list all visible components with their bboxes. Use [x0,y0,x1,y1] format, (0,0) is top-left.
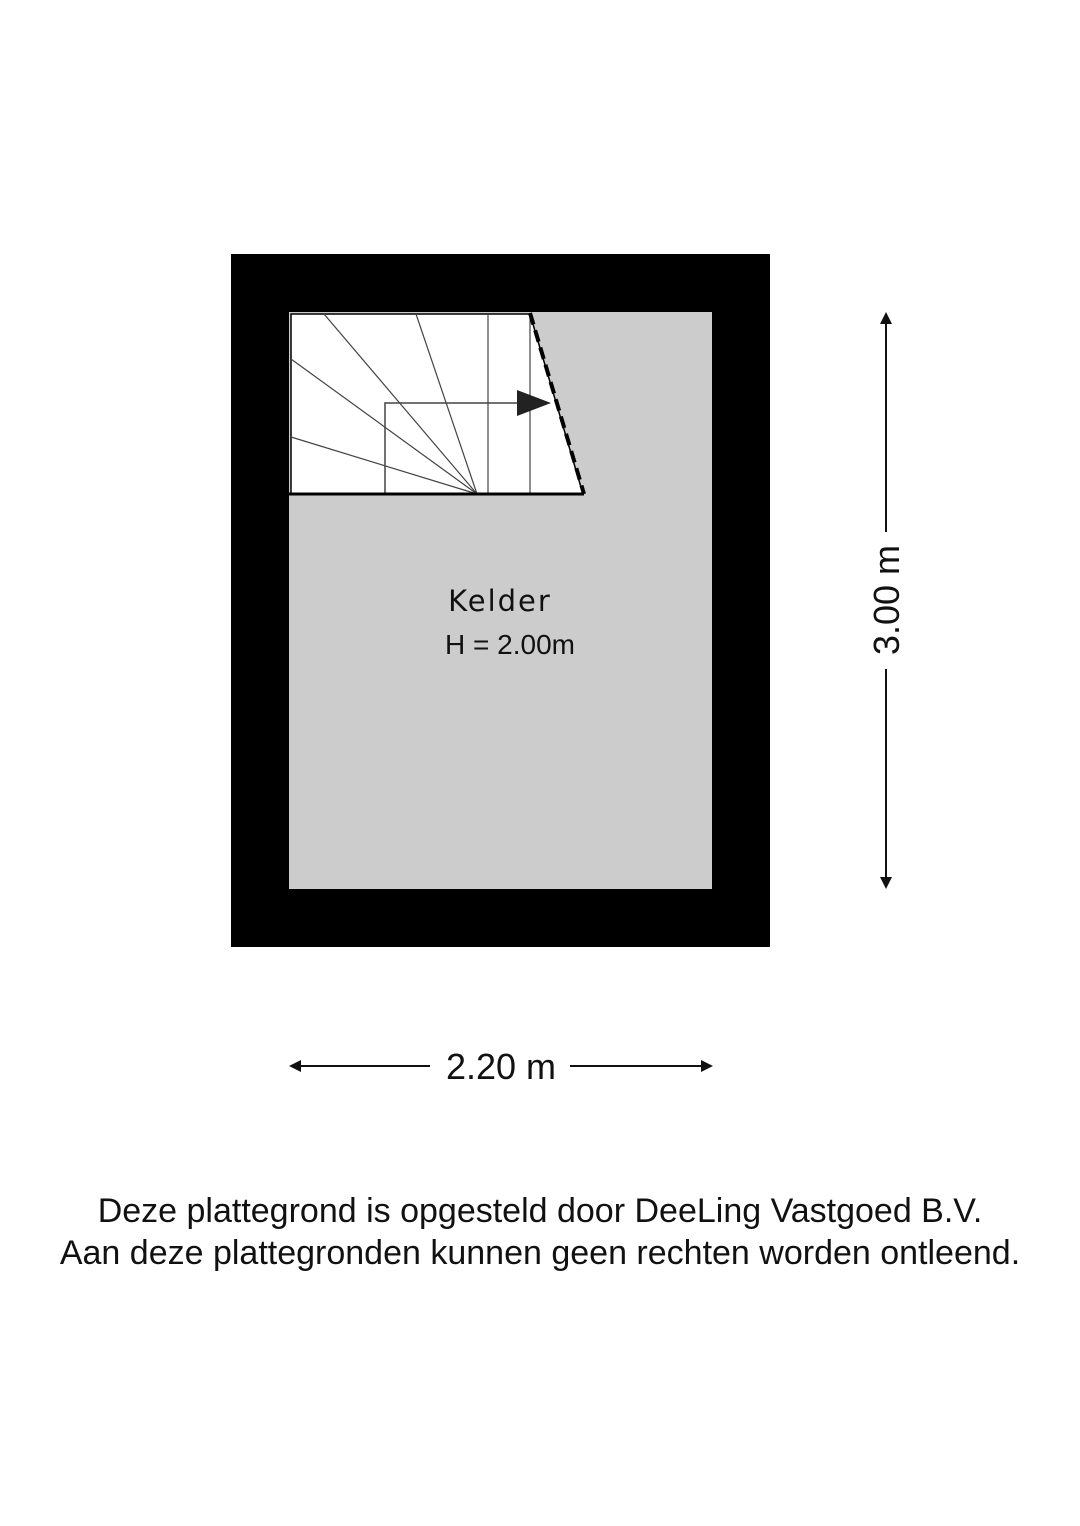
stair-direction-arrow [517,390,551,416]
room-height: H = 2.00m [445,629,575,660]
depth-dimension-label: 3.00 m [866,545,907,655]
disclaimer-line-1: Deze plattegrond is opgesteld door DeeLi… [97,1192,983,1230]
depth-dimension: 3.00 m [866,312,907,889]
stair-tread [290,358,478,495]
stair-walkline [384,402,520,494]
width-dimension: 2.20 m [289,1046,713,1087]
disclaimer-line-2: Aan deze plattegronden kunnen geen recht… [59,1234,1021,1272]
width-dimension-label: 2.20 m [446,1046,556,1087]
stair-tread [415,313,478,495]
stair-tread [323,313,478,495]
stair-dashed-edge [528,312,586,495]
room-name: Kelder [448,584,552,618]
staircase [289,312,586,496]
stair-tread [290,436,478,495]
